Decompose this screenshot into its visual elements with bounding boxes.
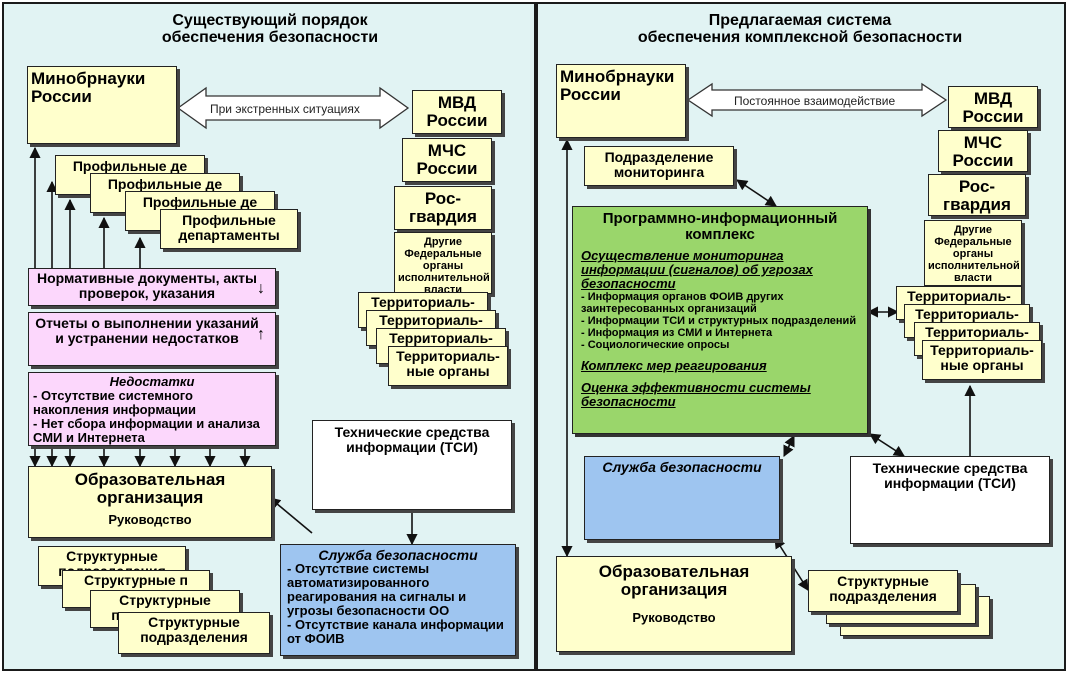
structural-unit-box: Структурные подразделения — [118, 612, 270, 654]
organization-box: Образовательная организация Руководство — [556, 556, 792, 652]
right-title-line2: обеспечения комплексной безопасности — [637, 29, 963, 46]
tsi-label: Технические средства информации (ТСИ) — [334, 424, 490, 455]
territorial-label: Территориаль- — [915, 306, 1019, 322]
software-complex-title: Программно-информационный комплекс — [602, 210, 838, 243]
shortcomings-item: - Нет сбора информации и анализа СМИ и И… — [33, 416, 260, 445]
up-arrow-icon: ↑ — [257, 326, 265, 343]
software-complex-box: Программно-информационный комплекс Осуще… — [572, 206, 868, 434]
response-measures-heading: Комплекс мер реагирования — [581, 358, 767, 373]
ministry-label: Минобрнауки России — [560, 67, 675, 104]
left-title-line2: обеспечения безопасности — [161, 29, 379, 46]
profile-dept-label: Профильные де — [107, 176, 223, 192]
left-title-line1: Существующий порядок — [172, 12, 368, 29]
territorial-box: Территориаль-ные органы — [388, 346, 508, 386]
organization-title: Образовательная организация — [598, 562, 750, 599]
other-foiv-label: Другие Федеральные органы исполнительной… — [398, 236, 490, 296]
organization-management: Руководство — [108, 512, 192, 527]
efficiency-heading: Оценка эффективности системы безопасност… — [581, 380, 811, 409]
pik-list-item: - Информации ТСИ и структурных подраздел… — [581, 315, 857, 327]
organization-management: Руководство — [632, 610, 716, 625]
territorial-label: Территориаль- — [907, 288, 1011, 304]
mvd-box: МВД России — [948, 86, 1038, 128]
right-title-line1: Предлагаемая система — [708, 12, 892, 29]
territorial-label: Территориаль-ные органы — [396, 348, 500, 379]
organization-title: Образовательная организация — [74, 470, 226, 507]
territorial-label: Территориаль- — [389, 330, 493, 346]
tsi-box: Технические средства информации (ТСИ) — [312, 420, 512, 510]
ministry-label: Минобрнауки России — [31, 69, 146, 106]
mchs-label: МЧС России — [416, 141, 478, 178]
territorial-label: Территориаль- — [925, 324, 1029, 340]
profile-dept-label: Профильные де — [72, 158, 188, 174]
organization-box: Образовательная организация Руководство — [28, 466, 272, 538]
profile-dept-label: Профильные департаменты — [178, 212, 280, 243]
reports-box: Отчеты о выполнении указаний и устранени… — [28, 312, 276, 366]
security-service-title: Служба безопасности — [602, 459, 762, 475]
mchs-label: МЧС России — [952, 133, 1014, 170]
monitoring-unit-label: Подразделение мониторинга — [604, 149, 714, 180]
rosgvardia-label: Рос-гвардия — [409, 189, 477, 226]
normative-docs-label: Нормативные документы, акты проверок, ук… — [37, 270, 257, 301]
rosgvardia-box: Рос-гвардия — [394, 186, 492, 230]
pik-list-item: - Информация органов ФОИВ других заинтер… — [581, 291, 784, 315]
right-panel-title: Предлагаемая система обеспечения комплек… — [560, 12, 1040, 46]
emergency-arrow-label: При экстренных ситуациях — [210, 102, 360, 116]
territorial-label: Территориаль-ные органы — [930, 342, 1034, 373]
security-service-box: Служба безопасности — [584, 456, 780, 540]
mvd-label: МВД России — [426, 93, 488, 130]
mvd-box: МВД России — [412, 90, 502, 134]
reports-label: Отчеты о выполнении указаний и устранени… — [35, 315, 259, 346]
other-foiv-box: Другие Федеральные органы исполнительной… — [394, 232, 492, 296]
mchs-box: МЧС России — [402, 138, 492, 182]
ministry-box: Минобрнауки России — [27, 66, 177, 144]
profile-dept-box: Профильные департаменты — [160, 209, 298, 249]
rosgvardia-label: Рос-гвардия — [943, 177, 1011, 214]
security-service-box: Служба безопасности - Отсутствие системы… — [280, 544, 516, 656]
monitoring-heading: Осуществление мониторинга информации (си… — [581, 248, 813, 291]
security-shortcoming-item: - Отсутствие системы автоматизированного… — [287, 561, 467, 618]
ministry-box: Минобрнауки России — [556, 64, 686, 138]
territorial-label: Территориаль- — [371, 294, 475, 310]
mchs-box: МЧС России — [938, 130, 1028, 172]
structural-unit-box: Структурные подразделения — [808, 570, 958, 612]
territorial-label: Территориаль- — [379, 312, 483, 328]
mvd-label: МВД России — [962, 89, 1024, 126]
tsi-label: Технические средства информации (ТСИ) — [872, 460, 1028, 491]
other-foiv-box: Другие Федеральные органы исполнительной… — [924, 220, 1022, 286]
shortcomings-title: Недостатки — [109, 374, 195, 389]
shortcomings-box: Недостатки - Отсутствие системного накоп… — [28, 372, 276, 446]
pik-list-item: - Социологические опросы — [581, 339, 730, 351]
monitoring-unit-box: Подразделение мониторинга — [584, 146, 734, 186]
left-panel-title: Существующий порядок обеспечения безопас… — [40, 12, 500, 46]
normative-docs-box: Нормативные документы, акты проверок, ук… — [28, 268, 276, 306]
tsi-box: Технические средства информации (ТСИ) — [850, 456, 1050, 544]
profile-dept-label: Профильные де — [142, 194, 258, 210]
interaction-arrow-label: Постоянное взаимодействие — [734, 94, 896, 108]
rosgvardia-box: Рос-гвардия — [928, 174, 1026, 216]
structural-unit-label: Структурные п — [83, 572, 189, 588]
structural-unit-label: Структурные подразделения — [829, 573, 937, 604]
territorial-box: Территориаль-ные органы — [922, 340, 1042, 380]
pik-list-item: - Информация из СМИ и Интернета — [581, 327, 773, 339]
structural-unit-label: Структурные подразделения — [140, 614, 248, 645]
security-shortcoming-item: - Отсутствие канала информации от ФОИВ — [287, 617, 504, 646]
shortcomings-item: - Отсутствие системного накопления инфор… — [33, 388, 196, 417]
pik-list: - Информация органов ФОИВ других заинтер… — [581, 291, 859, 351]
security-service-title: Служба безопасности — [318, 547, 478, 563]
other-foiv-label: Другие Федеральные органы исполнительной… — [928, 224, 1020, 284]
down-arrow-icon: ↓ — [257, 280, 265, 297]
